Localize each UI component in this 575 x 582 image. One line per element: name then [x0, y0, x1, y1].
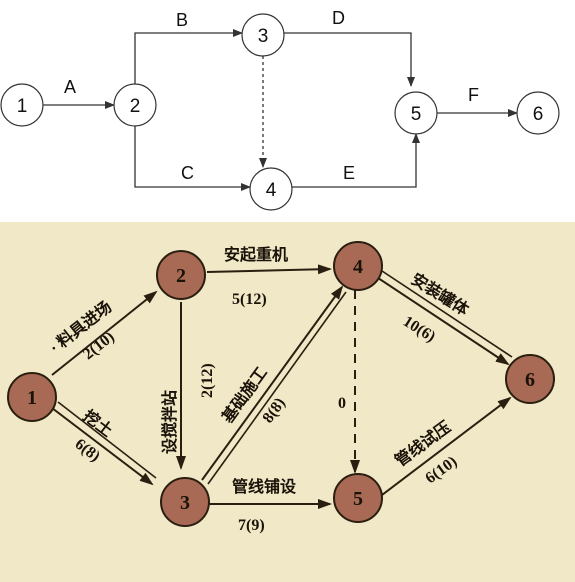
node-label-2: 2: [130, 96, 141, 117]
edge-label-a: A: [64, 77, 76, 97]
label-2-3-name: 设搅拌站: [160, 390, 179, 454]
bnode-label-3: 3: [180, 492, 190, 514]
label-3-5-name: 管线铺设: [232, 477, 297, 496]
bnode-label-1: 1: [27, 387, 37, 409]
label-3-5-value: 7(9): [238, 517, 265, 534]
edge-3-4: [201, 285, 344, 481]
edge-1-2: [51, 290, 158, 376]
node-label-5: 5: [411, 104, 422, 125]
bnode-2: [156, 250, 206, 300]
edge-label-d: D: [332, 8, 345, 28]
node-label-3: 3: [258, 26, 269, 47]
edge-label-c: C: [181, 163, 194, 183]
bnode-label-5: 5: [353, 488, 363, 510]
node-6: [516, 91, 560, 135]
node-label-6: 6: [533, 104, 544, 125]
node-4: [249, 167, 293, 211]
node-5: [394, 91, 438, 135]
bnode-label-6: 6: [525, 369, 535, 391]
edge-label-e: E: [343, 163, 355, 183]
label-2-4-name: 安起重机: [224, 245, 288, 264]
edge-d: [284, 32, 415, 87]
edge-5-6: [377, 396, 512, 499]
bottom-background: [0, 222, 575, 582]
bnode-label-2: 2: [176, 265, 186, 287]
bnode-4: [333, 241, 383, 291]
bnode-3: [160, 477, 210, 527]
bnode-5: [333, 473, 383, 523]
top-network-diagram: A B C D E F 1 2 3 4 5 6: [0, 8, 560, 211]
label-2-4-value: 5(12): [232, 291, 267, 308]
label-2-3-value: 2(12): [199, 363, 216, 398]
edge-c: [134, 126, 251, 191]
bnode-1: [7, 372, 57, 422]
node-label-1: 1: [17, 96, 28, 117]
edge-4-6: [374, 275, 510, 366]
bnode-6: [505, 354, 555, 404]
label-4-5-value: 0: [338, 395, 346, 412]
node-2: [113, 83, 157, 127]
edge-1-3: [51, 407, 154, 486]
node-label-4: 4: [266, 180, 277, 201]
edge-label-f: F: [468, 85, 479, 105]
bnode-label-4: 4: [353, 256, 363, 278]
bottom-network-diagram: 1 2 3 4 5 6 · 料具进场 2(10) 挖土 6(8) 设搅拌站 2(…: [0, 222, 575, 582]
edge-2-4: [206, 264, 332, 275]
node-1: [0, 83, 44, 127]
edge-label-b: B: [176, 10, 188, 30]
edge-e: [292, 133, 420, 188]
node-3: [241, 13, 285, 57]
edge-b: [134, 29, 243, 84]
